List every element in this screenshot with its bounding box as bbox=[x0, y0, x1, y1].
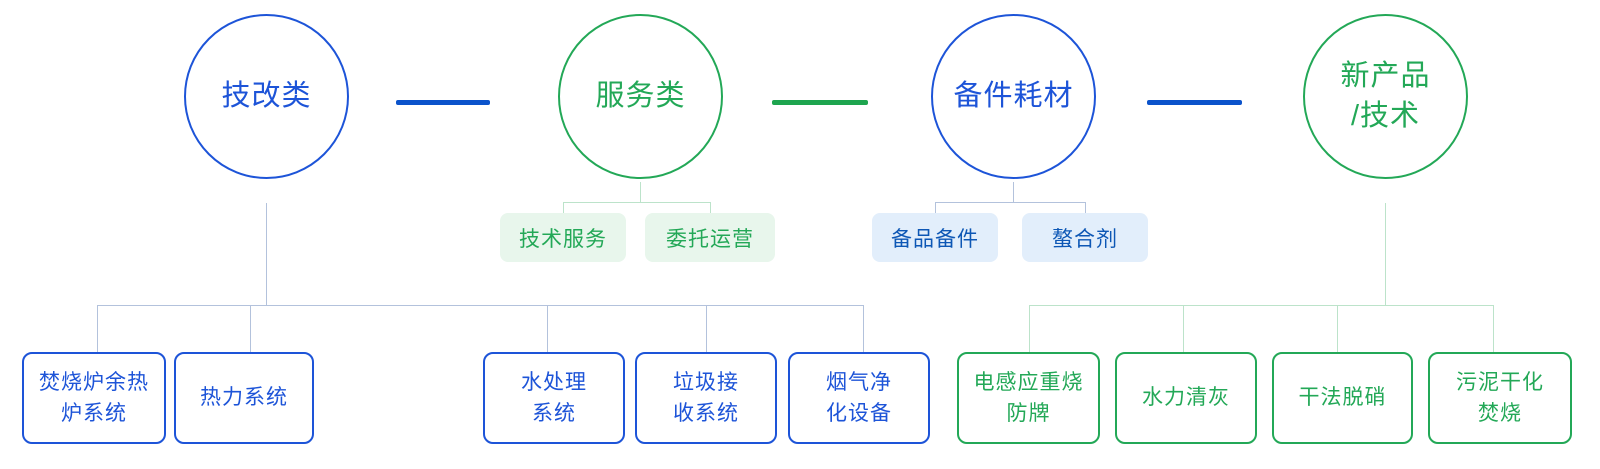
tech-upgrade-circle: 技改类 bbox=[184, 14, 349, 179]
connector-drop bbox=[250, 305, 251, 352]
circle-link-line bbox=[396, 100, 490, 105]
spare-parts-pill: 备品备件 bbox=[872, 213, 998, 262]
thermal-system-box: 热力系统 bbox=[174, 352, 314, 444]
chelating-agent-pill: 螯合剂 bbox=[1022, 213, 1148, 262]
connector-drop bbox=[706, 305, 707, 352]
new-product-tech-circle: 新产品 /技术 bbox=[1303, 14, 1468, 179]
connector-stem bbox=[1013, 182, 1014, 202]
connector-stem bbox=[1385, 203, 1386, 305]
sludge-drying-incineration-box: 污泥干化 焚烧 bbox=[1428, 352, 1572, 444]
hydraulic-ash-cleaning-box: 水力清灰 bbox=[1115, 352, 1257, 444]
connector-drop bbox=[1029, 305, 1030, 352]
connector-drop bbox=[935, 202, 936, 214]
waste-receiving-system-box: 垃圾接 收系统 bbox=[635, 352, 777, 444]
circle-link-line bbox=[1147, 100, 1242, 105]
connector-bar bbox=[1029, 305, 1494, 306]
connector-bar bbox=[563, 202, 710, 203]
connector-drop bbox=[1337, 305, 1338, 352]
connector-drop bbox=[97, 305, 98, 352]
connector-drop bbox=[1085, 202, 1086, 214]
flue-gas-purification-box: 烟气净 化设备 bbox=[788, 352, 930, 444]
technical-service-pill: 技术服务 bbox=[500, 213, 626, 262]
connector-drop bbox=[563, 202, 564, 214]
connector-bar bbox=[97, 305, 864, 306]
connector-drop bbox=[1183, 305, 1184, 352]
entrusted-operation-pill: 委托运营 bbox=[645, 213, 775, 262]
connector-stem bbox=[266, 203, 267, 305]
induction-reburn-box: 电感应重烧 防牌 bbox=[957, 352, 1100, 444]
service-circle: 服务类 bbox=[558, 14, 723, 179]
connector-drop bbox=[863, 305, 864, 352]
water-treatment-system-box: 水处理 系统 bbox=[483, 352, 625, 444]
circle-link-line bbox=[772, 100, 868, 105]
connector-drop bbox=[710, 202, 711, 214]
connector-stem bbox=[640, 182, 641, 202]
dry-denitration-box: 干法脱硝 bbox=[1272, 352, 1413, 444]
furnace-waste-heat-system-box: 焚烧炉余热 炉系统 bbox=[22, 352, 166, 444]
connector-drop bbox=[1493, 305, 1494, 352]
connector-drop bbox=[547, 305, 548, 352]
spare-parts-consumables-circle: 备件耗材 bbox=[931, 14, 1096, 179]
connector-bar bbox=[935, 202, 1086, 203]
